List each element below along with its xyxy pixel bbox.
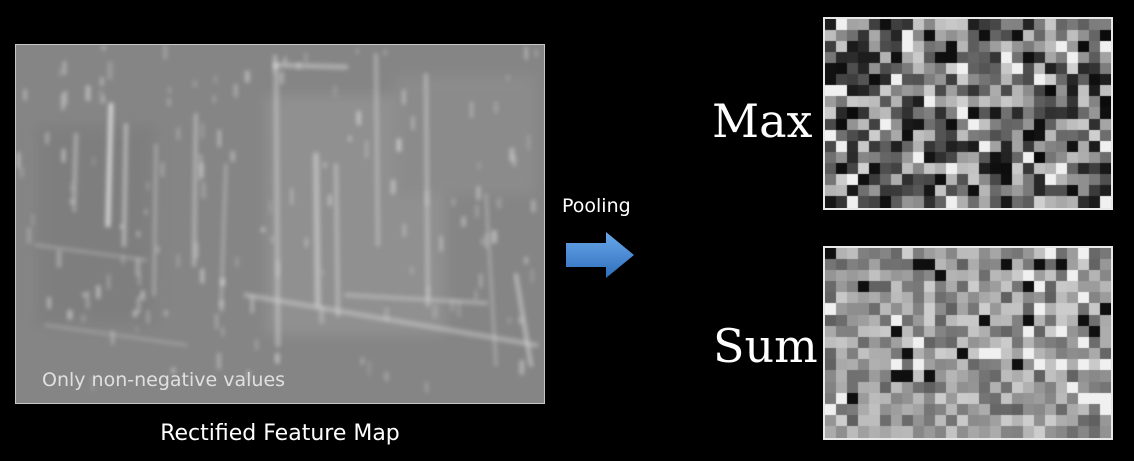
max-pooling-output <box>823 17 1113 210</box>
max-pooling-grid <box>825 19 1111 208</box>
pooling-label: Pooling <box>562 195 631 217</box>
sum-pooling-grid <box>825 248 1111 438</box>
feature-map-texture <box>16 45 544 403</box>
feature-map-overlay-text: Only non-negative values <box>42 369 286 391</box>
sum-pooling-output <box>823 246 1113 440</box>
feature-map-caption: Rectified Feature Map <box>160 421 400 446</box>
max-pooling-label: Max <box>712 94 813 148</box>
right-arrow-icon <box>566 232 634 278</box>
arrow-shape <box>566 232 634 278</box>
rectified-feature-map: Only non-negative values <box>15 44 545 404</box>
sum-pooling-label: Sum <box>713 319 818 373</box>
